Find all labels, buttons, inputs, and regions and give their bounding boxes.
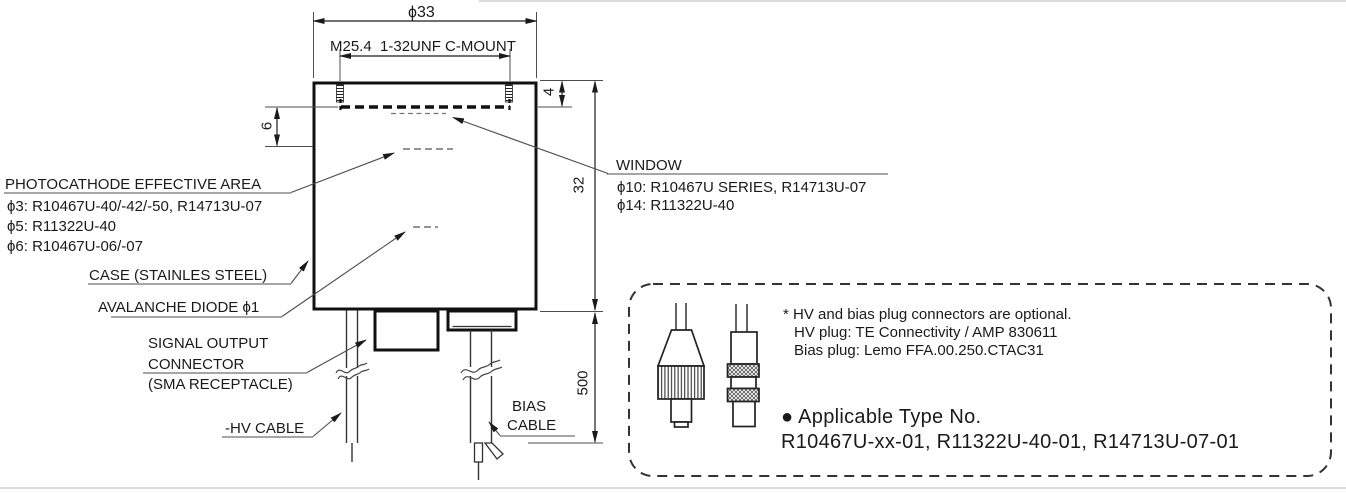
case-label: CASE (STAINLES STEEL) <box>89 267 268 284</box>
signal-output-label-line1: SIGNAL OUTPUT <box>148 335 269 352</box>
bias-plug-icon <box>726 304 760 428</box>
hv-cable-label: -HV CABLE <box>225 420 305 437</box>
cable-break-symbol-left <box>335 362 370 380</box>
hv-cable-drawing <box>345 310 359 462</box>
photocathode-variant-2: ϕ5: R11322U-40 <box>7 218 117 235</box>
dim-4-label: 4 <box>540 87 558 97</box>
avalanche-diode-label: AVALANCHE DIODE ϕ1 <box>98 299 260 316</box>
dim-32-label: 32 <box>570 176 588 194</box>
note-optional-plugs: * HV and bias plug connectors are option… <box>783 306 1072 323</box>
leader-lines <box>4 116 888 438</box>
dim-6-label: 6 <box>258 121 276 131</box>
cable-break-symbol-right <box>460 359 503 381</box>
dim-phi33-label: ϕ33 <box>408 4 435 21</box>
bias-connector <box>446 309 518 332</box>
window-variant-1: ϕ10: R10467U SERIES, R14713U-07 <box>617 179 867 196</box>
dim-cmount-label: M25.4 1-32UNF C-MOUNT <box>330 38 516 55</box>
bias-cable-label-line2: CABLE <box>507 417 557 434</box>
photocathode-variant-1: ϕ3: R10467U-40/-42/-50, R14713U-07 <box>7 198 263 215</box>
applicable-type-numbers: R10467U-xx-01, R11322U-40-01, R14713U-07… <box>781 431 1240 453</box>
dimension-annotations <box>265 12 603 444</box>
sma-connector <box>373 309 440 352</box>
photocathode-variant-3: ϕ6: R10467U-06/-07 <box>7 238 143 255</box>
module-case <box>312 81 538 311</box>
window-dashed-line <box>339 96 511 115</box>
note-box <box>628 283 1332 477</box>
bias-cable-drawing <box>469 330 504 480</box>
window-variant-2: ϕ14: R11322U-40 <box>617 197 735 214</box>
dimension-lines <box>274 18 598 443</box>
hv-plug-icon <box>656 303 706 428</box>
applicable-type-title: ● Applicable Type No. <box>781 406 982 428</box>
bias-cable-label-line1: BIAS <box>512 398 547 415</box>
window-label: WINDOW <box>616 157 682 174</box>
signal-output-label-line2: CONNECTOR <box>148 356 245 373</box>
note-box-outline <box>628 283 1332 477</box>
bottom-connectors <box>335 309 518 480</box>
signal-output-label-line3: (SMA RECEPTACLE) <box>148 376 293 393</box>
note-bias-plug: Bias plug: Lemo FFA.00.250.CTAC31 <box>794 342 1044 359</box>
note-hv-plug: HV plug: TE Connectivity / AMP 830611 <box>794 324 1058 341</box>
photocathode-area-label: PHOTOCATHODE EFFECTIVE AREA <box>5 176 262 193</box>
dim-500-label: 500 <box>574 370 592 396</box>
